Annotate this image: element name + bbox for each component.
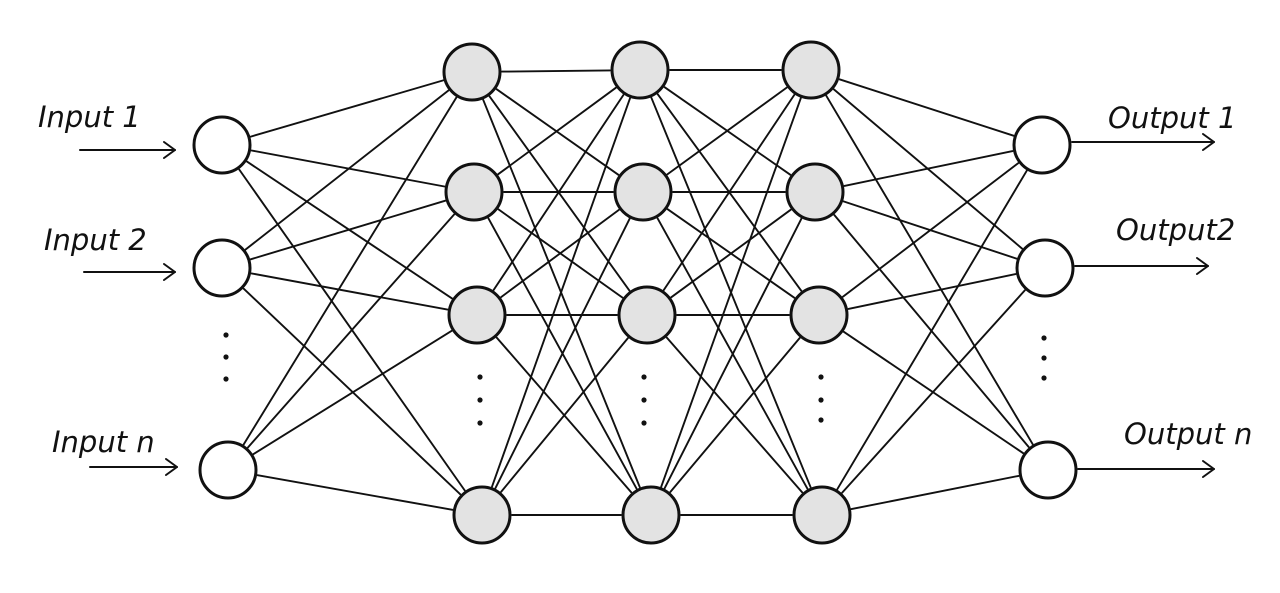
edge-hidden-3-3-to-output-1 bbox=[841, 162, 1020, 298]
input-ellipsis-dot-3 bbox=[223, 376, 229, 382]
hidden-2-node-4 bbox=[621, 485, 681, 545]
hidden-1-ellipsis-dot-2 bbox=[477, 397, 483, 403]
edge-hidden-3-1-to-output-3 bbox=[825, 94, 1034, 446]
output-arrow-n bbox=[1077, 460, 1215, 478]
input-labels: Input 1 Input 2 Input n bbox=[38, 100, 155, 459]
output-labels: Output 1 Output2 Output n bbox=[1108, 101, 1252, 451]
hidden-3-ellipsis-dot-1 bbox=[818, 374, 824, 380]
hidden-2-node-3 bbox=[617, 285, 677, 345]
edge-hidden-1-4-to-hidden-2-3 bbox=[500, 337, 629, 493]
edge-hidden-2-4-to-hidden-3-2 bbox=[663, 217, 803, 490]
hidden-2-ellipsis-dot-3 bbox=[641, 420, 647, 426]
input-arrow-1 bbox=[79, 141, 176, 159]
hidden-1-node-1 bbox=[442, 42, 502, 102]
edge-input-1-to-hidden-1-1 bbox=[249, 79, 445, 138]
hidden-2-ellipsis-dot-2 bbox=[641, 397, 647, 403]
output-label-2: Output2 bbox=[1116, 213, 1235, 247]
output-label-1: Output 1 bbox=[1108, 101, 1236, 135]
output-ellipsis-dot-1 bbox=[1041, 335, 1047, 341]
edge-input-2-to-hidden-1-4 bbox=[242, 287, 462, 496]
hidden-2-node-2 bbox=[613, 162, 673, 222]
hidden-1-node-3 bbox=[447, 285, 507, 345]
edge-hidden-3-3-to-output-2 bbox=[847, 273, 1017, 310]
edge-hidden-1-4-to-hidden-2-2 bbox=[494, 217, 631, 490]
edge-input-3-to-hidden-1-2 bbox=[246, 213, 456, 449]
edge-hidden-1-2-to-hidden-2-1 bbox=[497, 86, 617, 176]
edge-hidden-3-4-to-output-2 bbox=[841, 289, 1026, 494]
edge-input-3-to-hidden-1-4 bbox=[256, 474, 454, 511]
input-ellipsis-dot-2 bbox=[223, 354, 229, 360]
edge-hidden-1-3-to-hidden-2-1 bbox=[492, 94, 625, 291]
input-label-1: Input 1 bbox=[38, 100, 141, 134]
edge-hidden-2-3-to-hidden-3-2 bbox=[670, 208, 792, 299]
input-node-1 bbox=[192, 115, 252, 175]
hidden-3-node-1 bbox=[781, 40, 841, 100]
edge-hidden-1-1-to-hidden-2-2 bbox=[495, 88, 620, 176]
hidden-3-ellipsis-dot-2 bbox=[818, 397, 824, 403]
edge-hidden-3-2-to-output-1 bbox=[843, 150, 1014, 187]
input-label-2: Input 2 bbox=[44, 223, 147, 257]
edge-hidden-3-4-to-output-1 bbox=[836, 169, 1028, 491]
input-node-2 bbox=[192, 238, 252, 298]
input-arrow-2 bbox=[83, 263, 176, 281]
edge-hidden-2-4-to-hidden-3-3 bbox=[669, 337, 801, 493]
edge-hidden-3-1-to-output-1 bbox=[838, 78, 1015, 137]
input-label-n: Input n bbox=[52, 425, 155, 459]
connections bbox=[238, 69, 1034, 516]
output-node-2 bbox=[1015, 238, 1075, 298]
hidden-3-node-3 bbox=[789, 285, 849, 345]
edge-hidden-1-1-to-hidden-2-3 bbox=[488, 95, 631, 292]
hidden-3-ellipsis-dot-3 bbox=[818, 417, 824, 423]
hidden-1-node-4 bbox=[452, 485, 512, 545]
hidden-3-node-4 bbox=[792, 485, 852, 545]
hidden-3-node-2 bbox=[785, 162, 845, 222]
edge-hidden-2-2-to-hidden-3-1 bbox=[666, 86, 788, 176]
edge-input-3-to-hidden-1-1 bbox=[242, 96, 458, 446]
edge-hidden-3-4-to-output-3 bbox=[850, 474, 1020, 511]
io-arrows bbox=[79, 133, 1215, 478]
hidden-1-ellipsis-dot-3 bbox=[477, 420, 483, 426]
hidden-1-ellipsis-dot-1 bbox=[477, 374, 483, 380]
edge-hidden-1-1-to-hidden-2-1 bbox=[501, 69, 611, 73]
output-arrow-1 bbox=[1071, 133, 1215, 151]
edge-input-2-to-hidden-1-3 bbox=[250, 272, 449, 311]
input-arrow-n bbox=[89, 458, 178, 476]
output-ellipsis-dot-3 bbox=[1041, 375, 1047, 381]
output-ellipsis-dot-2 bbox=[1041, 355, 1047, 361]
output-arrow-2 bbox=[1074, 257, 1209, 275]
output-label-n: Output n bbox=[1124, 417, 1252, 451]
hidden-2-ellipsis-dot-1 bbox=[641, 374, 647, 380]
edge-hidden-1-4-to-hidden-2-1 bbox=[491, 97, 631, 488]
edge-hidden-2-3-to-hidden-3-1 bbox=[662, 93, 796, 292]
neurons bbox=[192, 40, 1078, 545]
edge-input-3-to-hidden-1-3 bbox=[252, 329, 453, 456]
output-node-1 bbox=[1012, 115, 1072, 175]
edge-input-2-to-hidden-1-2 bbox=[249, 199, 447, 261]
edge-input-2-to-hidden-1-1 bbox=[244, 89, 450, 251]
ellipsis-dots bbox=[223, 332, 1047, 426]
edge-hidden-2-4-to-hidden-3-1 bbox=[660, 97, 802, 488]
edge-hidden-1-3-to-hidden-2-2 bbox=[500, 208, 620, 299]
input-ellipsis-dot-1 bbox=[223, 332, 229, 338]
hidden-1-node-2 bbox=[444, 162, 504, 222]
output-node-3 bbox=[1018, 440, 1078, 500]
hidden-2-node-1 bbox=[610, 40, 670, 100]
input-node-3 bbox=[198, 440, 258, 500]
